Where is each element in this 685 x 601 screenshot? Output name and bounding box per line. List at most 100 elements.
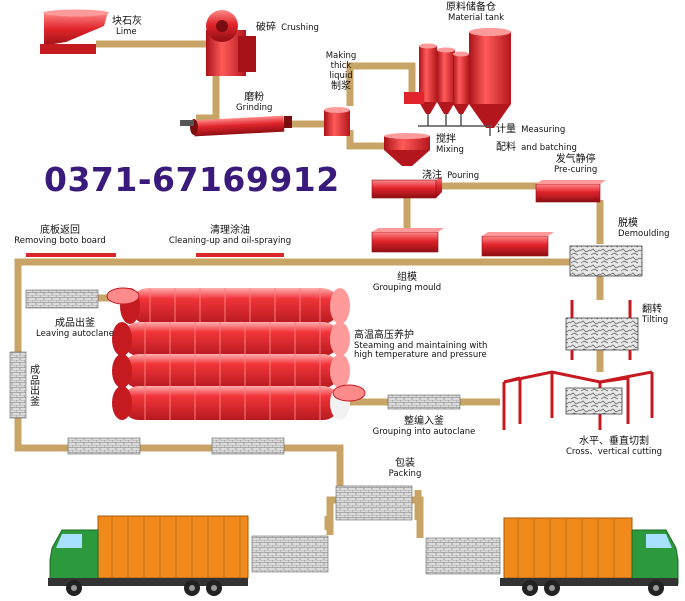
mould-precuring xyxy=(535,180,606,203)
label-measuring-cn1: 计量 xyxy=(496,124,516,135)
label-lime-cn: 块石灰 xyxy=(112,16,142,27)
label-finished-vertical: 成品出釜 xyxy=(30,365,40,408)
label-cleaning: 清理涂油 Cleaning-up and oil-spraying xyxy=(150,225,310,246)
label-precuring-en: Pre-curing xyxy=(554,164,598,175)
label-tilting-cn: 翻转 xyxy=(642,304,662,315)
label-packing-cn: 包装 xyxy=(395,458,415,469)
pipe-return-line xyxy=(14,258,570,490)
label-material-tank-en: Material tank xyxy=(448,12,505,23)
label-removing-board-cn: 底板返回 xyxy=(40,225,80,236)
mould-mid-2 xyxy=(481,232,554,257)
crusher-machine xyxy=(206,10,256,76)
label-leaving: 成品出釜 Leaving autoclane xyxy=(30,318,120,339)
label-slurry: Making thick liquid 制浆 xyxy=(320,51,362,93)
label-steaming-en2: high temperature and pressure xyxy=(354,350,487,361)
label-steaming-en1: Steaming and maintaining with xyxy=(354,340,488,351)
tilting-machine xyxy=(565,300,639,360)
label-packing: 包装 Packing xyxy=(380,458,430,479)
demoulding-block xyxy=(569,245,643,277)
label-grouping-mould: 组模 Grouping mould xyxy=(362,272,452,293)
label-grouping-mould-cn: 组模 xyxy=(397,272,417,283)
label-measuring-cn2: 配料 xyxy=(496,142,516,154)
label-grouping-autoclane-cn: 整编入釜 xyxy=(404,416,444,427)
slurry-tank xyxy=(324,107,350,136)
label-tilting: 翻转 Tilting xyxy=(642,304,668,325)
label-cutting-cn: 水平、垂直切割 xyxy=(579,436,649,447)
grinding-mill xyxy=(180,115,292,137)
label-pouring-en: Pouring xyxy=(447,171,480,181)
label-slurry-cn: 制浆 xyxy=(331,81,351,93)
label-crushing-en: Crushing xyxy=(281,23,319,33)
cart-vertical xyxy=(9,351,27,419)
label-grouping-autoclane-en: Grouping into autoclane xyxy=(372,426,476,437)
label-slurry-en3: liquid xyxy=(329,70,353,81)
label-crushing: 破碎 Crushing xyxy=(256,16,319,34)
label-cutting: 水平、垂直切割 Cross、vertical cutting xyxy=(554,436,674,457)
label-crushing-cn: 破碎 xyxy=(256,22,276,33)
label-slurry-en1: Making xyxy=(325,51,357,61)
base-plate-cleaning xyxy=(196,253,284,257)
mould-pouring xyxy=(371,176,442,199)
cutting-frame xyxy=(502,370,654,430)
lime-hopper xyxy=(40,9,109,54)
label-cleaning-cn: 清理涂油 xyxy=(210,225,250,236)
label-lime: 块石灰 Lime xyxy=(112,16,142,37)
pipe-crusher-to-grinder xyxy=(196,72,220,122)
cart-leaving xyxy=(25,289,99,309)
label-mixing: 搅拌 Mixing xyxy=(436,134,464,155)
cart-bottom-2 xyxy=(211,437,285,455)
label-lime-en: Lime xyxy=(116,26,137,37)
label-grinding: 磨粉 Grinding xyxy=(236,92,272,113)
autoclave-3 xyxy=(112,354,350,388)
label-steaming: 高温高压养护 Steaming and maintaining with hig… xyxy=(354,330,487,361)
pack-stack-right xyxy=(425,537,501,575)
base-plate-return xyxy=(26,253,116,257)
label-mixing-cn: 搅拌 xyxy=(436,134,456,145)
label-cleaning-en: Cleaning-up and oil-spraying xyxy=(168,235,292,246)
material-tanks xyxy=(404,28,511,136)
pack-stack-left xyxy=(251,535,329,573)
truck-right xyxy=(500,517,679,596)
label-material-tank: 原料储备仓 Material tank xyxy=(446,2,504,23)
label-measuring-en1: Measuring xyxy=(521,125,566,135)
label-packing-en: Packing xyxy=(388,468,422,479)
label-grinding-en: Grinding xyxy=(236,102,273,113)
label-removing-board: 底板返回 Removing boto board xyxy=(6,225,114,246)
pack-stack-center xyxy=(335,485,413,521)
label-measuring-en2: and batching xyxy=(521,143,577,154)
label-leaving-en: Leaving autoclane xyxy=(36,328,114,339)
label-pouring: 浇注 Pouring xyxy=(422,164,479,182)
label-cutting-en: Cross、vertical cutting xyxy=(565,446,663,457)
autoclave-door-bottom xyxy=(332,384,366,402)
truck-left xyxy=(48,515,249,596)
label-demoulding-cn: 脱模 xyxy=(618,218,638,229)
label-demoulding-en: Demoulding xyxy=(618,228,670,239)
cart-autoclave-in xyxy=(387,394,461,410)
label-slurry-en2: thick xyxy=(330,60,352,71)
label-precuring: 发气静停 Pre-curing xyxy=(554,154,597,175)
label-demoulding: 脱模 Demoulding xyxy=(618,218,670,239)
block-carts xyxy=(9,289,501,575)
label-grinding-cn: 磨粉 xyxy=(244,92,265,103)
label-tilting-en: Tilting xyxy=(642,314,669,325)
autoclave-4 xyxy=(112,386,350,420)
cutting-block xyxy=(565,387,623,415)
autoclave-door-top xyxy=(106,287,140,305)
label-grouping-mould-en: Grouping mould xyxy=(372,282,442,293)
label-mixing-en: Mixing xyxy=(436,144,464,155)
autoclave-1 xyxy=(120,288,350,324)
pipe-slurry-to-mixer-2 xyxy=(346,130,384,150)
autoclave-2 xyxy=(112,322,350,356)
label-removing-board-en: Removing boto board xyxy=(14,235,106,246)
label-steaming-cn: 高温高压养护 xyxy=(354,330,414,341)
mixer xyxy=(384,133,430,166)
label-leaving-cn: 成品出釜 xyxy=(55,318,95,329)
label-material-tank-cn: 原料储备仓 xyxy=(446,2,496,13)
label-grouping-autoclane: 整编入釜 Grouping into autoclane xyxy=(360,416,488,437)
autoclaves xyxy=(106,287,366,420)
contact-phone: 0371-67169912 xyxy=(44,160,340,199)
label-measuring: 计量 Measuring 配料 and batching xyxy=(496,118,577,155)
label-pouring-cn: 浇注 xyxy=(422,170,442,181)
pipe-slurry-to-mixer xyxy=(346,62,416,106)
